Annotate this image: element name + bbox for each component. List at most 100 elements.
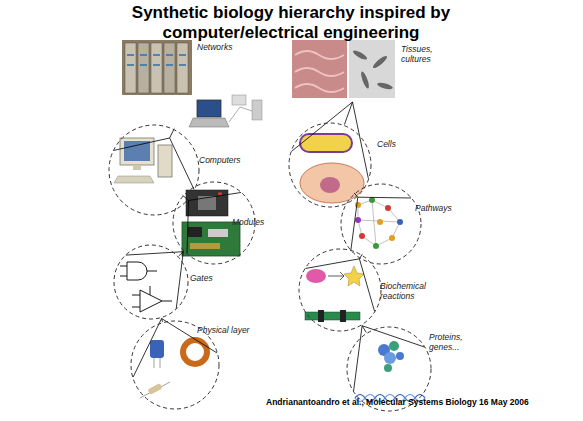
level-label: Cells bbox=[377, 139, 417, 149]
rod bbox=[377, 82, 394, 91]
level-label: Gates bbox=[190, 273, 230, 283]
gene-construct bbox=[305, 312, 360, 320]
keyboard bbox=[114, 176, 154, 183]
reaction-arrow bbox=[328, 272, 344, 280]
product bbox=[344, 266, 364, 286]
metabolite bbox=[385, 205, 391, 211]
laptop-base bbox=[189, 118, 229, 127]
promoter bbox=[318, 310, 324, 322]
tower bbox=[252, 100, 262, 120]
protein bbox=[389, 341, 399, 351]
circuit-module bbox=[182, 190, 240, 256]
metabolite bbox=[369, 197, 375, 203]
level-label: Biochemical reactions bbox=[380, 281, 436, 301]
printer bbox=[232, 95, 246, 105]
cable bbox=[229, 107, 255, 122]
level-label: Modules bbox=[232, 217, 282, 227]
eukaryotic-cell bbox=[300, 163, 364, 203]
level-label: Pathways bbox=[415, 203, 465, 213]
terminator bbox=[340, 310, 346, 322]
board-connector bbox=[190, 243, 220, 249]
level-label: Physical layer bbox=[197, 325, 267, 335]
metabolite bbox=[355, 217, 361, 223]
board-part bbox=[208, 229, 228, 237]
pathway bbox=[355, 197, 403, 249]
level-label: Proteins, genes... bbox=[429, 332, 473, 352]
dashed-outline bbox=[108, 124, 200, 216]
metabolite bbox=[397, 219, 403, 225]
title: Synthetic biology hierarchy inspired by … bbox=[96, 3, 486, 43]
bacterium bbox=[300, 134, 352, 152]
op-amp-wires bbox=[132, 286, 172, 307]
metabolite bbox=[389, 235, 395, 241]
circuit-board bbox=[182, 222, 240, 256]
reaction bbox=[305, 266, 364, 322]
capacitor-leads bbox=[154, 358, 160, 368]
inductor-symbol bbox=[183, 340, 207, 364]
capacitor-symbol bbox=[150, 340, 164, 358]
chip bbox=[186, 190, 228, 216]
dashed-outline bbox=[340, 183, 422, 265]
dashed-outline bbox=[113, 244, 189, 320]
rack-room bbox=[122, 40, 192, 95]
board-chip bbox=[188, 227, 202, 237]
zoom-circle: Pathways bbox=[340, 183, 422, 265]
components bbox=[140, 340, 207, 398]
protein bbox=[384, 364, 392, 372]
regulator bbox=[306, 269, 326, 283]
dashed-circle bbox=[289, 123, 371, 207]
rod bbox=[352, 49, 368, 61]
server-racks bbox=[122, 40, 192, 95]
zoom-connector bbox=[292, 102, 369, 179]
zoom-circle: Gates bbox=[113, 244, 189, 320]
laptop bbox=[189, 95, 262, 127]
desktop-computer bbox=[114, 138, 172, 183]
caption: Andrianantoandro et al., Molecular Syste… bbox=[266, 397, 576, 408]
zoom-circle: Physical layer bbox=[130, 320, 220, 410]
rack bbox=[138, 43, 149, 93]
op-amp-symbol bbox=[140, 290, 162, 312]
laptop-screen bbox=[197, 100, 221, 117]
pathway-links bbox=[358, 200, 400, 246]
nucleus bbox=[320, 177, 340, 193]
zoom-circle: Biochemical reactions bbox=[298, 248, 382, 332]
zoom-circle: Modules bbox=[172, 181, 256, 265]
level-label: Tissues, cultures bbox=[401, 44, 441, 64]
monitor bbox=[120, 138, 154, 165]
bacteria-rods bbox=[352, 49, 394, 91]
protein bbox=[396, 352, 404, 360]
protein bbox=[384, 352, 396, 364]
dashed-outline bbox=[298, 248, 382, 332]
zoom-circle: Computers bbox=[108, 124, 200, 216]
metabolite bbox=[373, 243, 379, 249]
dashed-circle bbox=[109, 125, 199, 215]
metabolite bbox=[377, 219, 383, 225]
resistor-symbol bbox=[147, 383, 162, 395]
resistor-leads bbox=[140, 382, 170, 398]
dashed-circle bbox=[341, 184, 421, 264]
zoom-circle: Cells bbox=[288, 122, 372, 208]
tissue-photo bbox=[292, 40, 347, 98]
dashed-circle bbox=[114, 245, 188, 319]
level-label: Computers bbox=[199, 155, 259, 165]
metabolite bbox=[355, 202, 361, 208]
zoom-connector bbox=[305, 254, 374, 311]
proteins-genes bbox=[355, 341, 425, 402]
image-region: Networks bbox=[118, 38, 270, 138]
rack bbox=[164, 43, 175, 93]
zoom-connector bbox=[126, 252, 184, 309]
pc-tower bbox=[158, 145, 172, 177]
image-region: Tissues, cultures bbox=[288, 38, 440, 102]
zoom-connector bbox=[114, 129, 194, 190]
rod bbox=[371, 54, 388, 69]
dashed-circle bbox=[299, 249, 381, 331]
bacteria-photo bbox=[349, 40, 395, 98]
rack bbox=[177, 43, 188, 93]
rack bbox=[125, 43, 136, 93]
metabolite bbox=[359, 233, 365, 239]
rod bbox=[360, 71, 371, 90]
monitor-screen bbox=[124, 141, 150, 161]
